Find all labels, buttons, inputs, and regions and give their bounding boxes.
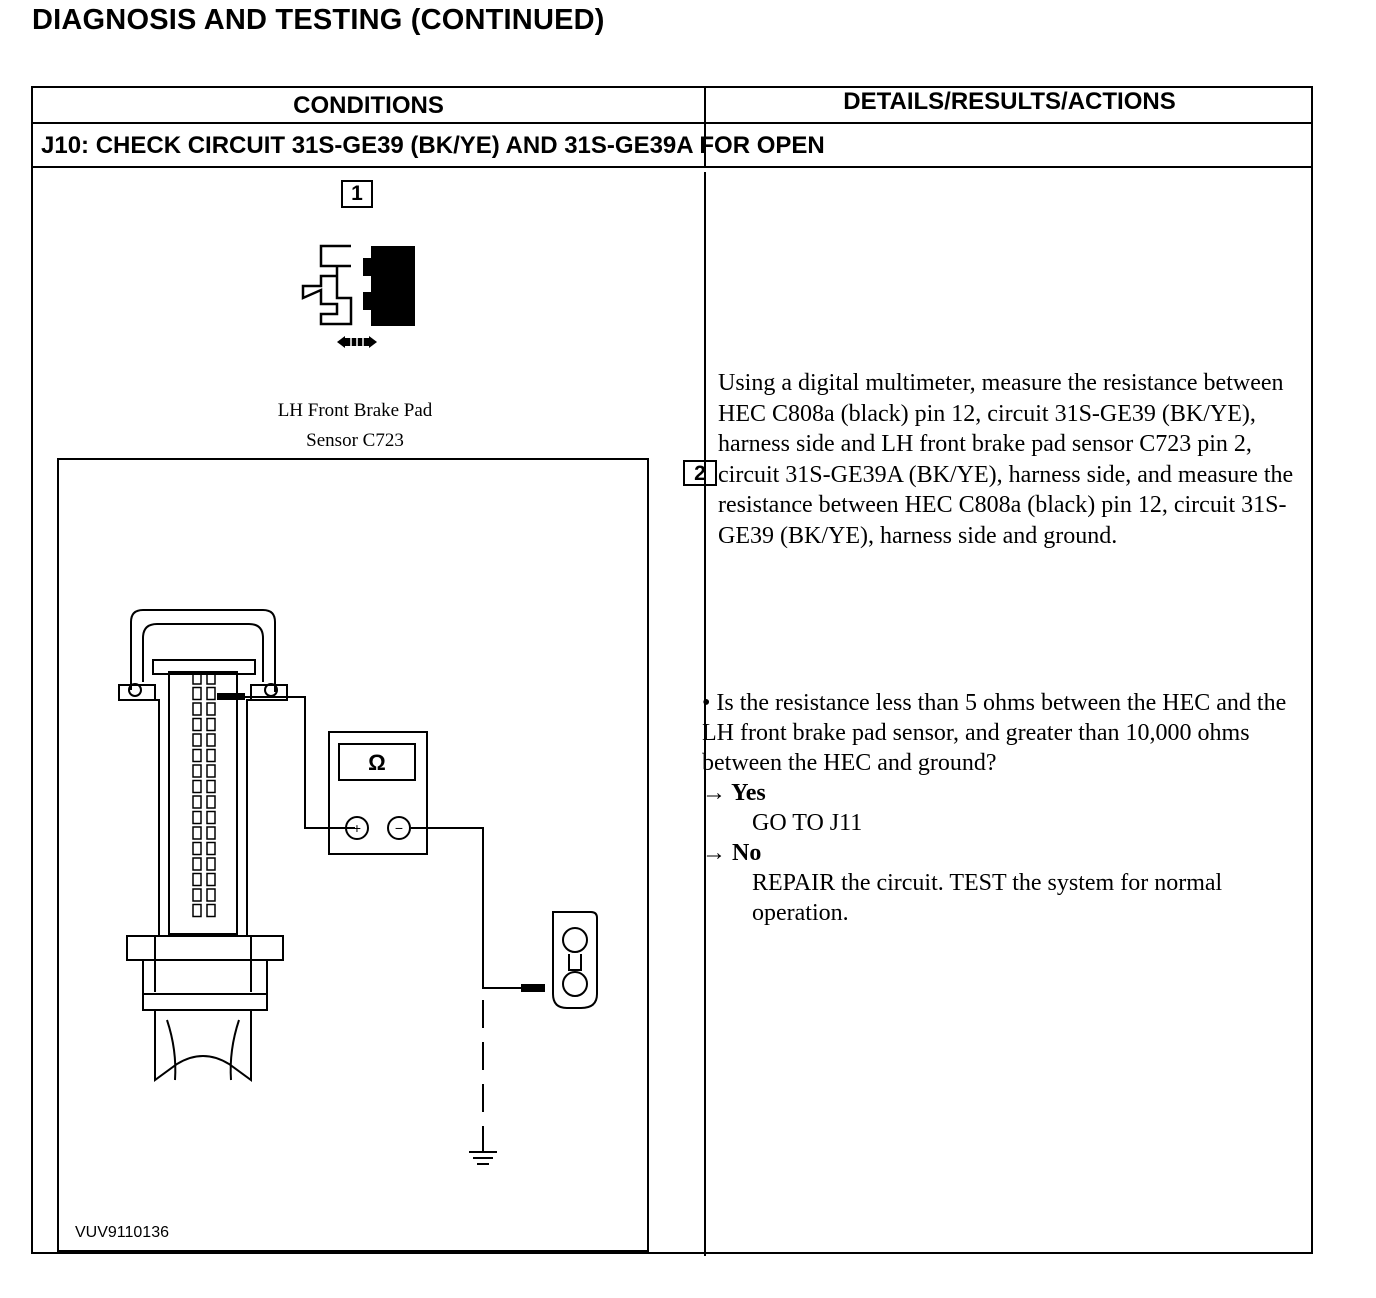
meter-plus-label: + bbox=[353, 820, 361, 836]
pin-cavity bbox=[206, 702, 216, 716]
ohm-symbol: Ω bbox=[368, 750, 386, 775]
yes-label: → Yes bbox=[702, 780, 766, 806]
question-text: • Is the resistance less than 5 ohms bet… bbox=[702, 690, 1287, 776]
meter-minus-label: − bbox=[395, 820, 403, 836]
pin-cavity bbox=[192, 841, 202, 856]
no-action: REPAIR the circuit. TEST the system for … bbox=[752, 870, 1223, 926]
pin-cavity bbox=[206, 841, 216, 856]
wire-negative bbox=[411, 827, 521, 989]
pin-cavity bbox=[192, 748, 202, 763]
caption-line-1: LH Front Brake Pad bbox=[277, 400, 433, 421]
connector-disconnect-icon bbox=[301, 244, 415, 348]
pin-cavity bbox=[206, 686, 216, 701]
diagnostic-table: CONDITIONS DETAILS/RESULTS/ACTIONS J10: … bbox=[31, 86, 1313, 1256]
pin-cavity bbox=[192, 671, 202, 685]
meter-plus-terminal bbox=[345, 816, 369, 840]
header-rule bbox=[33, 122, 1311, 124]
pin-cavity bbox=[206, 779, 216, 794]
figure-id: VUV9110136 bbox=[75, 1224, 169, 1241]
step-rule bbox=[33, 166, 1311, 168]
pin-cavity bbox=[192, 872, 202, 887]
pin-cavity bbox=[206, 733, 216, 747]
multimeter-body bbox=[328, 731, 428, 855]
pin-cavity bbox=[206, 717, 216, 732]
pin-cavity bbox=[206, 888, 216, 902]
diagram-canvas: Ω + − bbox=[118, 609, 598, 1165]
pin-cavity bbox=[192, 779, 202, 794]
hec-probe bbox=[217, 693, 245, 700]
pin-cavity bbox=[192, 733, 202, 747]
pin-cavity bbox=[206, 748, 216, 763]
pin-cavity bbox=[206, 810, 216, 825]
pin-cavity bbox=[206, 826, 216, 840]
header-divider bbox=[704, 88, 706, 168]
hec-housing-top bbox=[130, 609, 276, 692]
brake-pad-sensor bbox=[552, 911, 598, 1009]
conditions-header: CONDITIONS bbox=[293, 92, 444, 119]
pin-cavity bbox=[192, 888, 202, 902]
caption-line-2: Sensor C723 bbox=[306, 430, 404, 451]
question-block: • Is the resistance less than 5 ohms bet… bbox=[702, 688, 1302, 928]
pin-cavity bbox=[192, 903, 202, 918]
step-1-badge: 1 bbox=[341, 180, 373, 208]
pin-cavity bbox=[206, 872, 216, 887]
meter-minus-terminal bbox=[387, 816, 411, 840]
pin-cavity bbox=[192, 857, 202, 871]
no-label: → No bbox=[702, 840, 762, 866]
pin-cavity bbox=[192, 810, 202, 825]
ground-symbol bbox=[469, 1151, 497, 1165]
pin-cavity bbox=[206, 764, 216, 778]
hec-pin-cavities bbox=[192, 671, 216, 918]
yes-action: GO TO J11 bbox=[752, 810, 863, 836]
pin-cavity bbox=[192, 686, 202, 701]
instruction-text: Using a digital multimeter, measure the … bbox=[718, 370, 1294, 549]
pin-cavity bbox=[192, 717, 202, 732]
pin-cavity bbox=[206, 903, 216, 918]
step-title: J10: CHECK CIRCUIT 31S-GE39 (BK/YE) AND … bbox=[41, 132, 825, 159]
step-2-badge: 2 bbox=[683, 460, 717, 486]
wiring-diagram: Ω + − VUV9110136 bbox=[57, 458, 649, 1252]
page-title: DIAGNOSIS AND TESTING (CONTINUED) bbox=[32, 4, 605, 36]
pin-cavity bbox=[192, 702, 202, 716]
details-header: DETAILS/RESULTS/ACTIONS bbox=[843, 88, 1176, 115]
connector-caption: LH Front Brake Pad Sensor C723 bbox=[205, 396, 505, 456]
pin-cavity bbox=[192, 764, 202, 778]
pin-cavity bbox=[192, 826, 202, 840]
sensor-probe bbox=[521, 984, 545, 992]
column-divider bbox=[704, 172, 706, 1256]
pin-cavity bbox=[206, 795, 216, 809]
pin-cavity bbox=[192, 795, 202, 809]
pin-cavity bbox=[206, 671, 216, 685]
pin-cavity bbox=[206, 857, 216, 871]
